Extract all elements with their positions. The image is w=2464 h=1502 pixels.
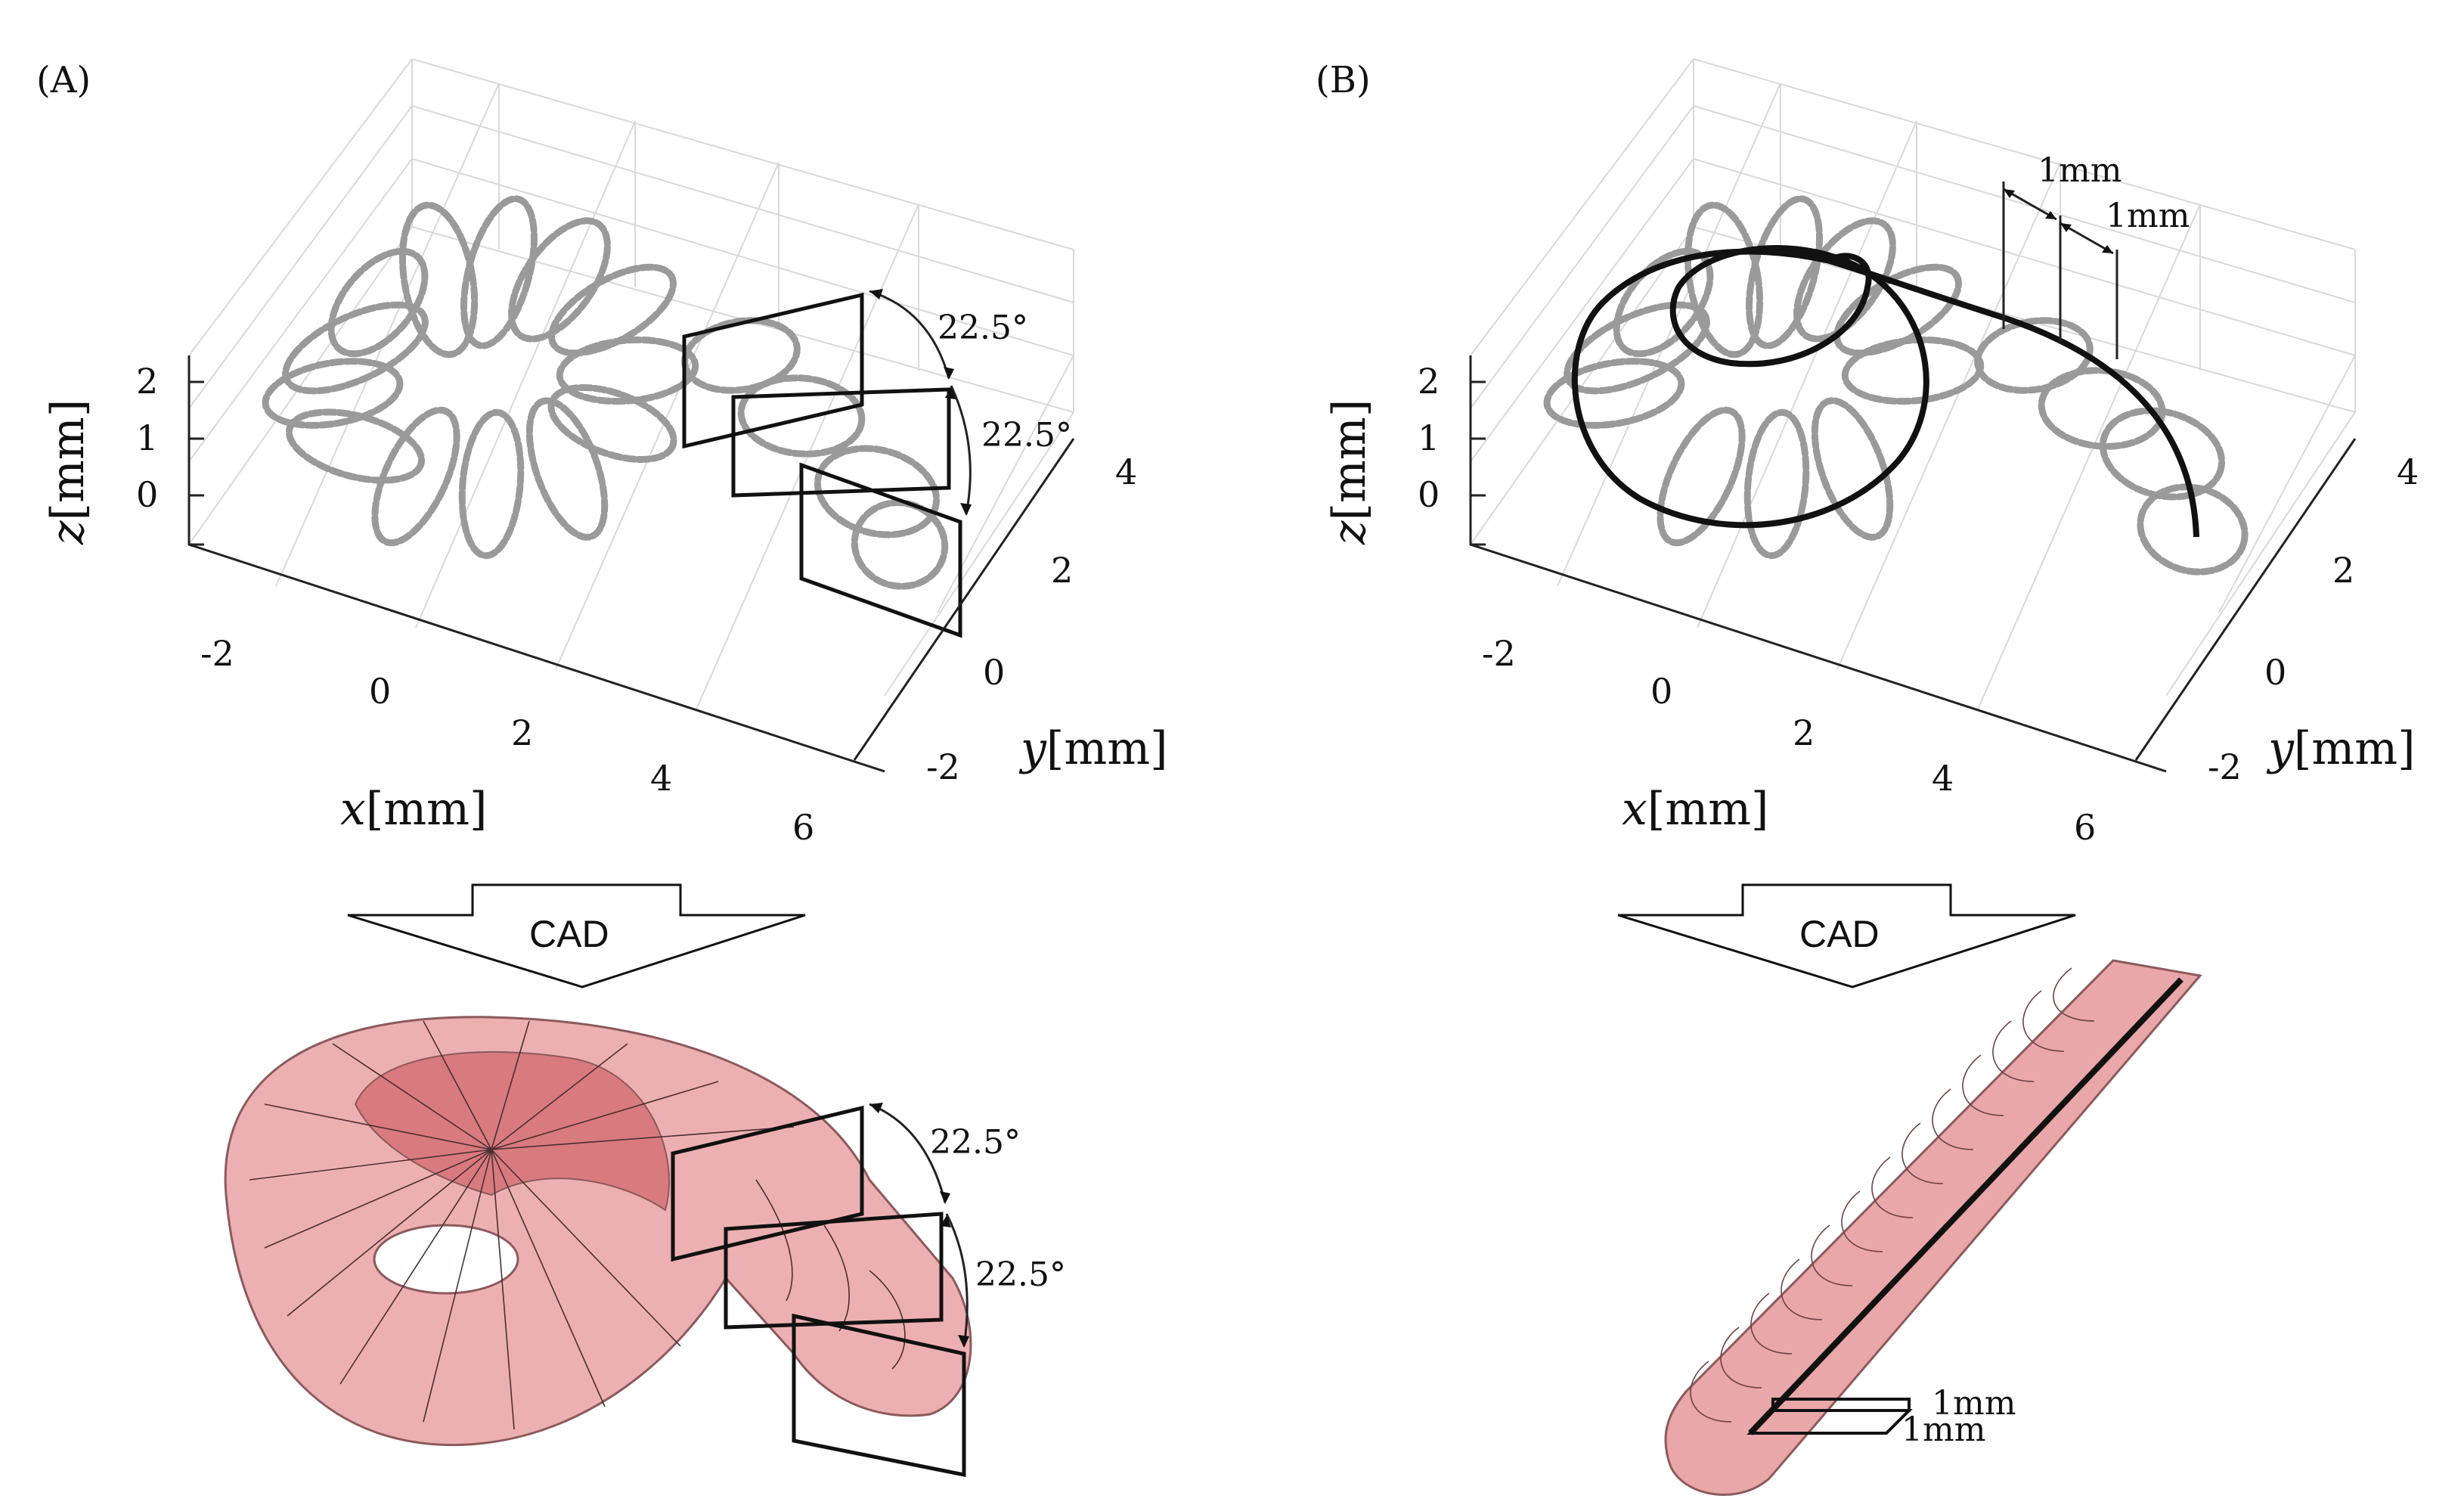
y-tick-0-b: 0	[2264, 652, 2286, 693]
angle-label-top: 22.5°	[938, 309, 1028, 347]
z-axis-label: z[mm]	[42, 399, 95, 545]
cad-plane-1	[671, 1105, 864, 1262]
panel-b-cad-arrow: CAD	[1617, 883, 2076, 988]
panel-b-letter: (B)	[1316, 59, 1371, 101]
z-axis-label-b: z[mm]	[1323, 399, 1376, 545]
x-tick-2-b: 2	[1793, 712, 1815, 753]
panel-b-grid	[1470, 58, 2356, 712]
y-tick-2-b: 2	[2332, 550, 2354, 591]
x-axis-label-b: x[mm]	[1622, 783, 1768, 836]
plane-3	[799, 462, 962, 638]
cad-angle-label-top: 22.5°	[930, 1123, 1021, 1162]
panel-a: (A)	[36, 58, 1168, 1478]
x-tick-6-b: 6	[2074, 807, 2096, 848]
dim-label-a: 1mm	[2038, 151, 2122, 190]
angle-label-bottom: 22.5°	[981, 416, 1072, 455]
y-tick-neg2: -2	[926, 746, 960, 787]
x-tick-neg2: -2	[200, 633, 234, 674]
cad-plane-2	[724, 1212, 944, 1330]
cad-dim-label-b: 1mm	[1901, 1410, 1985, 1449]
plane-1	[682, 292, 864, 449]
panel-b-axes	[1469, 355, 2357, 773]
panel-a-cad-model: 22.5° 22.5°	[224, 1016, 1066, 1478]
panel-a-helix	[262, 195, 949, 590]
y-axis-label-b: y[mm]	[2266, 722, 2416, 775]
cad-label-b: CAD	[1799, 913, 1880, 955]
y-tick-2: 2	[1051, 550, 1073, 591]
z-tick-2: 2	[136, 361, 158, 402]
z-tick-1: 1	[136, 417, 158, 458]
y-tick-4-b: 4	[2397, 452, 2419, 492]
svg-text:z[mm]: z[mm]	[42, 399, 95, 545]
x-tick-0: 0	[369, 671, 391, 712]
y-tick-4: 4	[1115, 452, 1137, 492]
panel-a-letter: (A)	[36, 59, 91, 101]
svg-text:z[mm]: z[mm]	[1323, 399, 1376, 545]
z-tick-0: 0	[136, 474, 158, 515]
x-tick-2: 2	[511, 712, 533, 753]
panel-a-grid	[188, 58, 1074, 712]
dim-label-b: 1mm	[2106, 197, 2190, 235]
panel-a-planes	[682, 292, 962, 638]
y-axis-label: y[mm]	[1018, 722, 1168, 775]
panel-b-centerline	[1571, 245, 2199, 538]
cad-dim-label-a: 1mm	[1932, 1384, 2016, 1423]
panel-a-axes	[188, 355, 1075, 773]
plane-2	[731, 387, 951, 498]
panel-b-dimensions	[2002, 182, 2118, 359]
x-tick-0-b: 0	[1650, 671, 1672, 712]
cad-label-a: CAD	[529, 913, 609, 955]
z-tick-1-b: 1	[1418, 417, 1440, 458]
panel-a-angle-arcs	[869, 289, 972, 516]
x-tick-neg2-b: -2	[1482, 633, 1516, 674]
x-tick-6: 6	[792, 807, 814, 848]
x-tick-4: 4	[650, 758, 672, 799]
cad-angle-label-bottom: 22.5°	[975, 1255, 1066, 1294]
y-tick-0: 0	[983, 652, 1005, 693]
z-tick-0-b: 0	[1418, 474, 1440, 515]
z-tick-2-b: 2	[1418, 361, 1440, 402]
panel-b: (B)	[1316, 58, 2419, 1496]
cad-plane-3	[792, 1313, 966, 1478]
panel-a-cad-arrow: CAD	[347, 883, 806, 988]
panel-b-helix	[1543, 195, 2249, 576]
y-tick-neg2-b: -2	[2208, 746, 2242, 787]
x-axis-label: x[mm]	[340, 783, 487, 836]
x-tick-4-b: 4	[1932, 758, 1954, 799]
panel-b-cad-model: 1mm 1mm	[1664, 959, 2202, 1496]
